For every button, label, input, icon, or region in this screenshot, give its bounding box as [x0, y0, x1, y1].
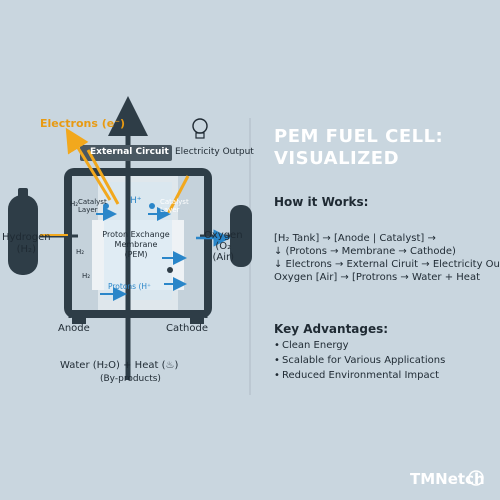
advantage-item: •Scalable for Various Applications [274, 355, 446, 366]
oxygen-tank-icon [230, 205, 252, 267]
external-circuit-label: External Circuit [90, 147, 169, 157]
lightbulb-icon [192, 118, 208, 139]
h2-tag-2: H₂ [76, 248, 85, 256]
step-item: ↓ Electrons → External Ciruit → Electric… [274, 259, 500, 270]
title-line-1: PEM FUEL CELL: [274, 126, 444, 147]
step-item: [H₂ Tank] → [Anode | Catalyst] → [274, 233, 436, 244]
external-circuit-bar [80, 145, 172, 161]
step-item: ↓ (Protons → Membrane → Cathode) [274, 246, 456, 257]
water-heat-label: Water (H₂O) + Heat (♨) [60, 360, 179, 371]
electricity-output-label: Electricity Output [175, 147, 254, 157]
membrane-title: Proton Exchange Membrane (PEM) [102, 230, 170, 259]
title-line-2: VISUALIZED [274, 148, 400, 169]
step-item: Oxygen [Air] → [Protrons → Water + Heat [274, 272, 480, 283]
catalyst-layer-right: Catalyst Layer [160, 198, 189, 214]
electron-arrow-right [166, 175, 190, 215]
h-plus-label: H⁺ [130, 196, 142, 206]
brand-mark-icon [468, 470, 484, 486]
brand-logo: TMNetch [410, 470, 485, 488]
byproducts-label: (By-products) [100, 374, 161, 384]
anode-label: Anode [58, 323, 90, 334]
advantage-item: •Reduced Environmental Impact [274, 370, 440, 381]
electron-arrow-diag [86, 149, 120, 205]
catalyst-layer-left: Catalyst Layer [78, 198, 107, 214]
key-advantages-heading: Key Advantages: [274, 322, 389, 336]
hydrogen-label: Hydrogen (H₂) [2, 232, 51, 255]
electron-arrow-up [65, 127, 112, 201]
h2-tag-3: H₂ [82, 272, 91, 280]
hydrogen-tank-icon [8, 188, 38, 275]
oxygen-label: Oxygen (O₂ (Air) [204, 230, 243, 263]
protons-label: Protons (H⁺ [108, 282, 151, 291]
advantage-item: •Clean Energy [274, 340, 349, 351]
page-title: PEM FUEL CELL: VISUALIZED [274, 126, 443, 170]
electrons-label: Electrons (e⁻) [40, 117, 126, 130]
h2-tag-1: H₂ [70, 200, 79, 208]
steps-list: [H₂ Tank] → [Anode | Catalyst] → ↓ (Prot… [274, 232, 500, 284]
advantages-list: •Clean Energy •Scalable for Various Appl… [274, 338, 445, 383]
how-it-works-heading: How it Works: [274, 195, 369, 209]
cathode-label: Cathode [166, 323, 208, 334]
